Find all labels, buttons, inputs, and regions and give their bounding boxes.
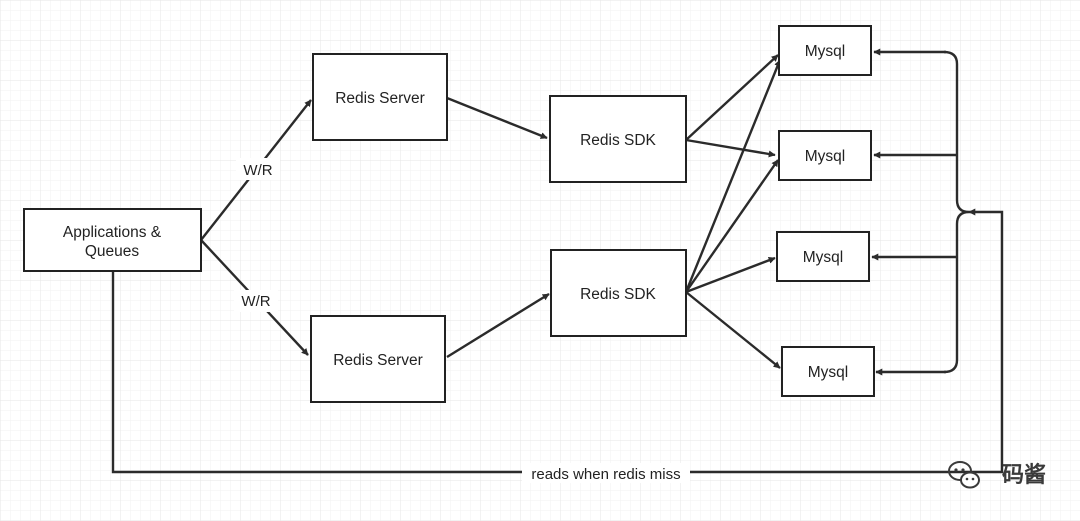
edge-redis-server-bottom-to-sdk-bottom xyxy=(446,292,550,359)
node-label: Mysql xyxy=(805,43,845,60)
node-redis-server-bottom[interactable]: Redis Server xyxy=(310,315,446,403)
node-redis-sdk-top[interactable]: Redis SDK xyxy=(549,95,687,183)
edge-redis-server-top-to-sdk-top xyxy=(446,96,548,140)
node-label: Redis Server xyxy=(335,90,425,107)
edge-sdk-top-to-mysql-2 xyxy=(685,138,776,158)
node-label: Redis Server xyxy=(333,352,423,369)
wechat-icon xyxy=(948,461,980,489)
distribution-brace xyxy=(943,50,970,374)
edge-sdk-bottom-to-mysql-1 xyxy=(684,59,782,293)
node-label: Redis SDK xyxy=(580,286,656,303)
node-applications-queues[interactable]: Applications & Queues xyxy=(23,208,202,272)
edge-sdk-top-to-mysql-1 xyxy=(685,54,779,141)
watermark-text: 码酱 xyxy=(1002,462,1046,488)
edge-label-reads-when-redis-miss: reads when redis miss xyxy=(531,466,680,483)
node-redis-sdk-bottom[interactable]: Redis SDK xyxy=(550,249,687,337)
node-label-line-1: Applications & xyxy=(63,224,162,241)
node-label: Redis SDK xyxy=(580,132,656,149)
node-redis-server-top[interactable]: Redis Server xyxy=(312,53,448,141)
node-label: Mysql xyxy=(805,148,845,165)
node-mysql-2[interactable]: Mysql xyxy=(778,130,872,181)
edge-sdk-bottom-to-mysql-4 xyxy=(685,291,781,369)
node-label: Mysql xyxy=(808,364,848,381)
node-mysql-3[interactable]: Mysql xyxy=(776,231,870,282)
edge-miss-path xyxy=(111,208,1004,474)
node-mysql-1[interactable]: Mysql xyxy=(778,25,872,76)
edge-label-wr-top: W/R xyxy=(243,162,272,179)
edge-label-wr-bottom: W/R xyxy=(241,293,270,310)
edge-sdk-bottom-to-mysql-3 xyxy=(685,256,776,294)
node-label: Mysql xyxy=(803,249,843,266)
watermark: 码酱 xyxy=(948,461,1046,489)
node-label-line-2: Queues xyxy=(85,243,140,260)
edge-sdk-bottom-to-mysql-2 xyxy=(685,159,779,293)
node-mysql-4[interactable]: Mysql xyxy=(781,346,875,397)
